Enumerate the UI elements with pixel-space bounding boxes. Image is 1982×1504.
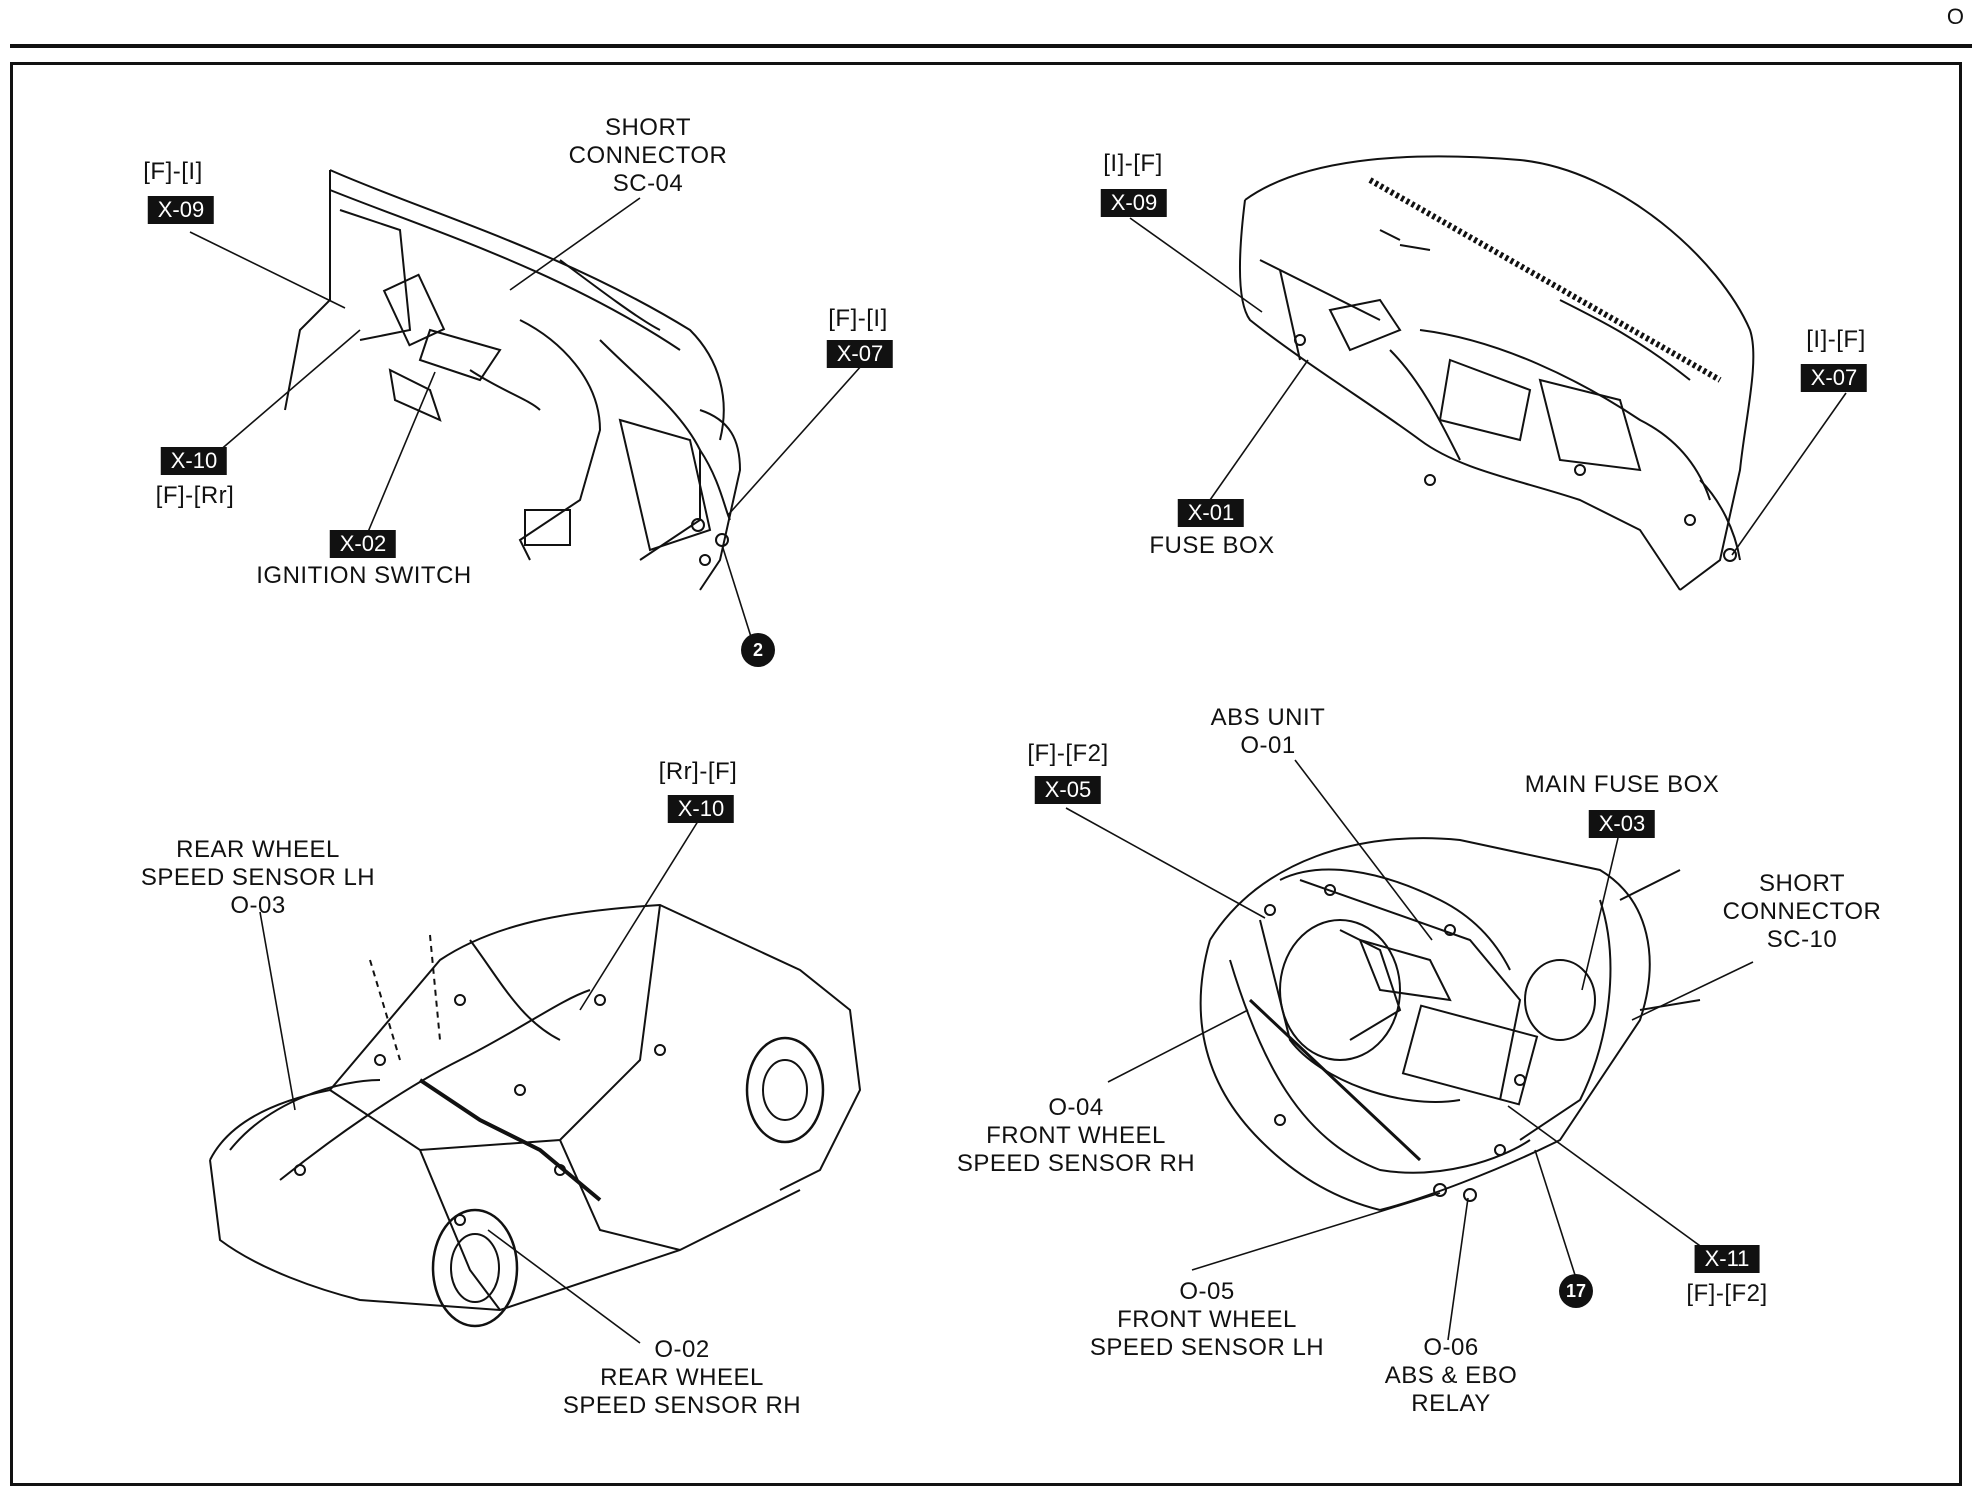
x07-right-route-label: [I]-[F] <box>1806 326 1866 353</box>
front-wheel-sensor-lh-label: O-05 FRONT WHEEL SPEED SENSOR LH <box>1090 1278 1324 1362</box>
ignition-switch-label: IGNITION SWITCH <box>256 562 472 589</box>
x07-route-label: [F]-[I] <box>828 305 888 332</box>
abs-unit-label: ABS UNIT O-01 <box>1211 704 1326 760</box>
rear-car-illustration <box>209 903 862 1328</box>
x02-connector-tag: X-02 <box>329 530 397 558</box>
rear-lh-line1: REAR WHEEL <box>176 836 340 863</box>
fuse-box-label: FUSE BOX <box>1149 532 1275 559</box>
x10-rear-route-label: [Rr]-[F] <box>658 758 738 785</box>
front-lh-line3: SPEED SENSOR LH <box>1089 1334 1325 1361</box>
ground-point-17-badge: 17 <box>1559 1274 1593 1308</box>
x03-connector-tag: X-03 <box>1588 810 1656 838</box>
x10-connector-tag: X-10 <box>160 447 228 475</box>
leader-lines <box>189 197 1847 1344</box>
sc10-line1: SHORT <box>1758 870 1846 897</box>
ground-point-2-badge: 2 <box>741 633 775 667</box>
x09-right-connector-tag: X-09 <box>1100 189 1168 217</box>
front-lh-line2: FRONT WHEEL <box>1117 1306 1297 1333</box>
abs-unit-line1: ABS UNIT <box>1210 704 1326 731</box>
abs-ebo-relay-label: O-06 ABS & EBO RELAY <box>1385 1334 1518 1418</box>
x10-rear-connector-tag: X-10 <box>667 795 735 823</box>
relay-line2: ABS & EBO <box>1384 1362 1518 1389</box>
x09-connector-tag: X-09 <box>147 196 215 224</box>
x07-connector-tag: X-07 <box>826 340 894 368</box>
rear-rh-line3: SPEED SENSOR RH <box>562 1392 802 1419</box>
x09-right-route-label: [I]-[F] <box>1103 150 1163 177</box>
short-connector-sc04-label: SHORT CONNECTOR SC-04 <box>569 114 728 198</box>
rear-lh-line2: SPEED SENSOR LH <box>140 864 376 891</box>
x10-route-label: [F]-[Rr] <box>155 482 235 509</box>
relay-line1: O-06 <box>1423 1334 1479 1361</box>
front-wheel-sensor-rh-label: O-04 FRONT WHEEL SPEED SENSOR RH <box>957 1094 1195 1178</box>
x09-route-label: [F]-[I] <box>143 158 203 185</box>
x01-connector-tag: X-01 <box>1177 499 1245 527</box>
dash-right-illustration <box>1239 155 1755 591</box>
x11-route-label: [F]-[F2] <box>1686 1280 1768 1307</box>
rear-wheel-sensor-rh-label: O-02 REAR WHEEL SPEED SENSOR RH <box>563 1336 801 1420</box>
rear-rh-line2: REAR WHEEL <box>600 1364 764 1391</box>
engine-bay-illustration <box>1199 837 1701 1211</box>
short-connector-sc10-label: SHORT CONNECTOR SC-10 <box>1723 870 1882 954</box>
sc10-line3: SC-10 <box>1766 926 1838 953</box>
top-rule <box>10 44 1972 48</box>
front-rh-line2: FRONT WHEEL <box>986 1122 1166 1149</box>
sc10-line2: CONNECTOR <box>1722 898 1882 925</box>
x05-connector-tag: X-05 <box>1034 776 1102 804</box>
front-lh-line1: O-05 <box>1179 1278 1235 1305</box>
rear-lh-line3: O-03 <box>230 892 286 919</box>
rear-rh-line1: O-02 <box>654 1336 710 1363</box>
short-connector-line2: CONNECTOR <box>568 142 728 169</box>
rear-wheel-sensor-lh-label: REAR WHEEL SPEED SENSOR LH O-03 <box>141 836 375 920</box>
x07-right-connector-tag: X-07 <box>1800 364 1868 392</box>
relay-line3: RELAY <box>1411 1390 1491 1417</box>
dash-left-illustration <box>284 169 742 591</box>
front-rh-line3: SPEED SENSOR RH <box>956 1150 1196 1177</box>
x05-route-label: [F]-[F2] <box>1027 740 1109 767</box>
short-connector-line1: SHORT <box>604 114 692 141</box>
main-fuse-box-label: MAIN FUSE BOX <box>1524 771 1720 798</box>
short-connector-line3: SC-04 <box>612 170 684 197</box>
front-rh-line1: O-04 <box>1048 1094 1104 1121</box>
page-corner-letter: O <box>1946 4 1964 29</box>
diagram-frame <box>10 62 1962 1486</box>
x11-connector-tag: X-11 <box>1694 1245 1760 1273</box>
abs-unit-line2: O-01 <box>1240 732 1296 759</box>
